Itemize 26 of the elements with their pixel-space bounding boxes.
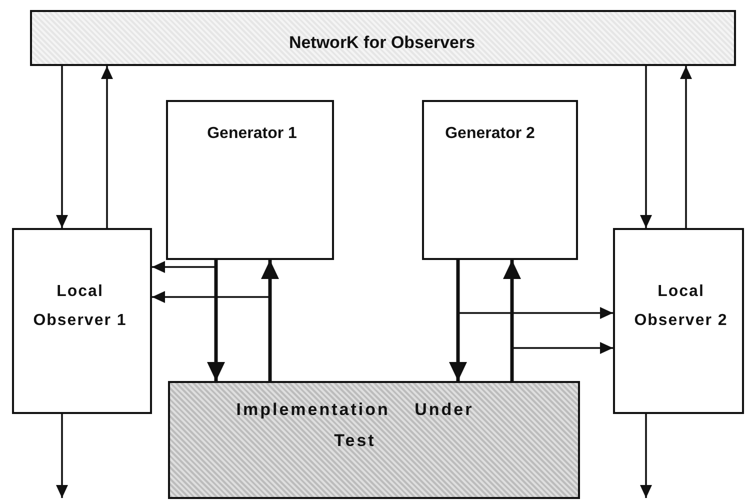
node-label: NetworK for Observers xyxy=(288,32,476,54)
arrow xyxy=(511,342,613,381)
arrow xyxy=(152,291,271,381)
arrow xyxy=(101,66,113,228)
arrow xyxy=(449,260,467,381)
arrow xyxy=(640,414,652,498)
generator-box xyxy=(166,100,334,260)
arrow xyxy=(56,66,68,228)
node-label: Local Observer 2 xyxy=(633,282,729,331)
node-label: Local Observer 1 xyxy=(32,282,128,331)
observer-box xyxy=(12,228,152,414)
node-label: Generator 2 xyxy=(444,124,536,144)
arrow xyxy=(680,66,692,228)
observer-box xyxy=(613,228,744,414)
network-bar xyxy=(30,10,736,66)
node-label: Implementation Under Test xyxy=(235,399,475,452)
implementation-box xyxy=(168,381,580,499)
arrow xyxy=(503,260,521,381)
arrow xyxy=(207,260,225,381)
arrow xyxy=(261,260,279,381)
generator-box xyxy=(422,100,578,260)
node-label: Generator 1 xyxy=(206,124,298,144)
arrow xyxy=(640,66,652,228)
arrow xyxy=(56,414,68,498)
arrow xyxy=(152,260,217,273)
arrow xyxy=(457,260,613,319)
